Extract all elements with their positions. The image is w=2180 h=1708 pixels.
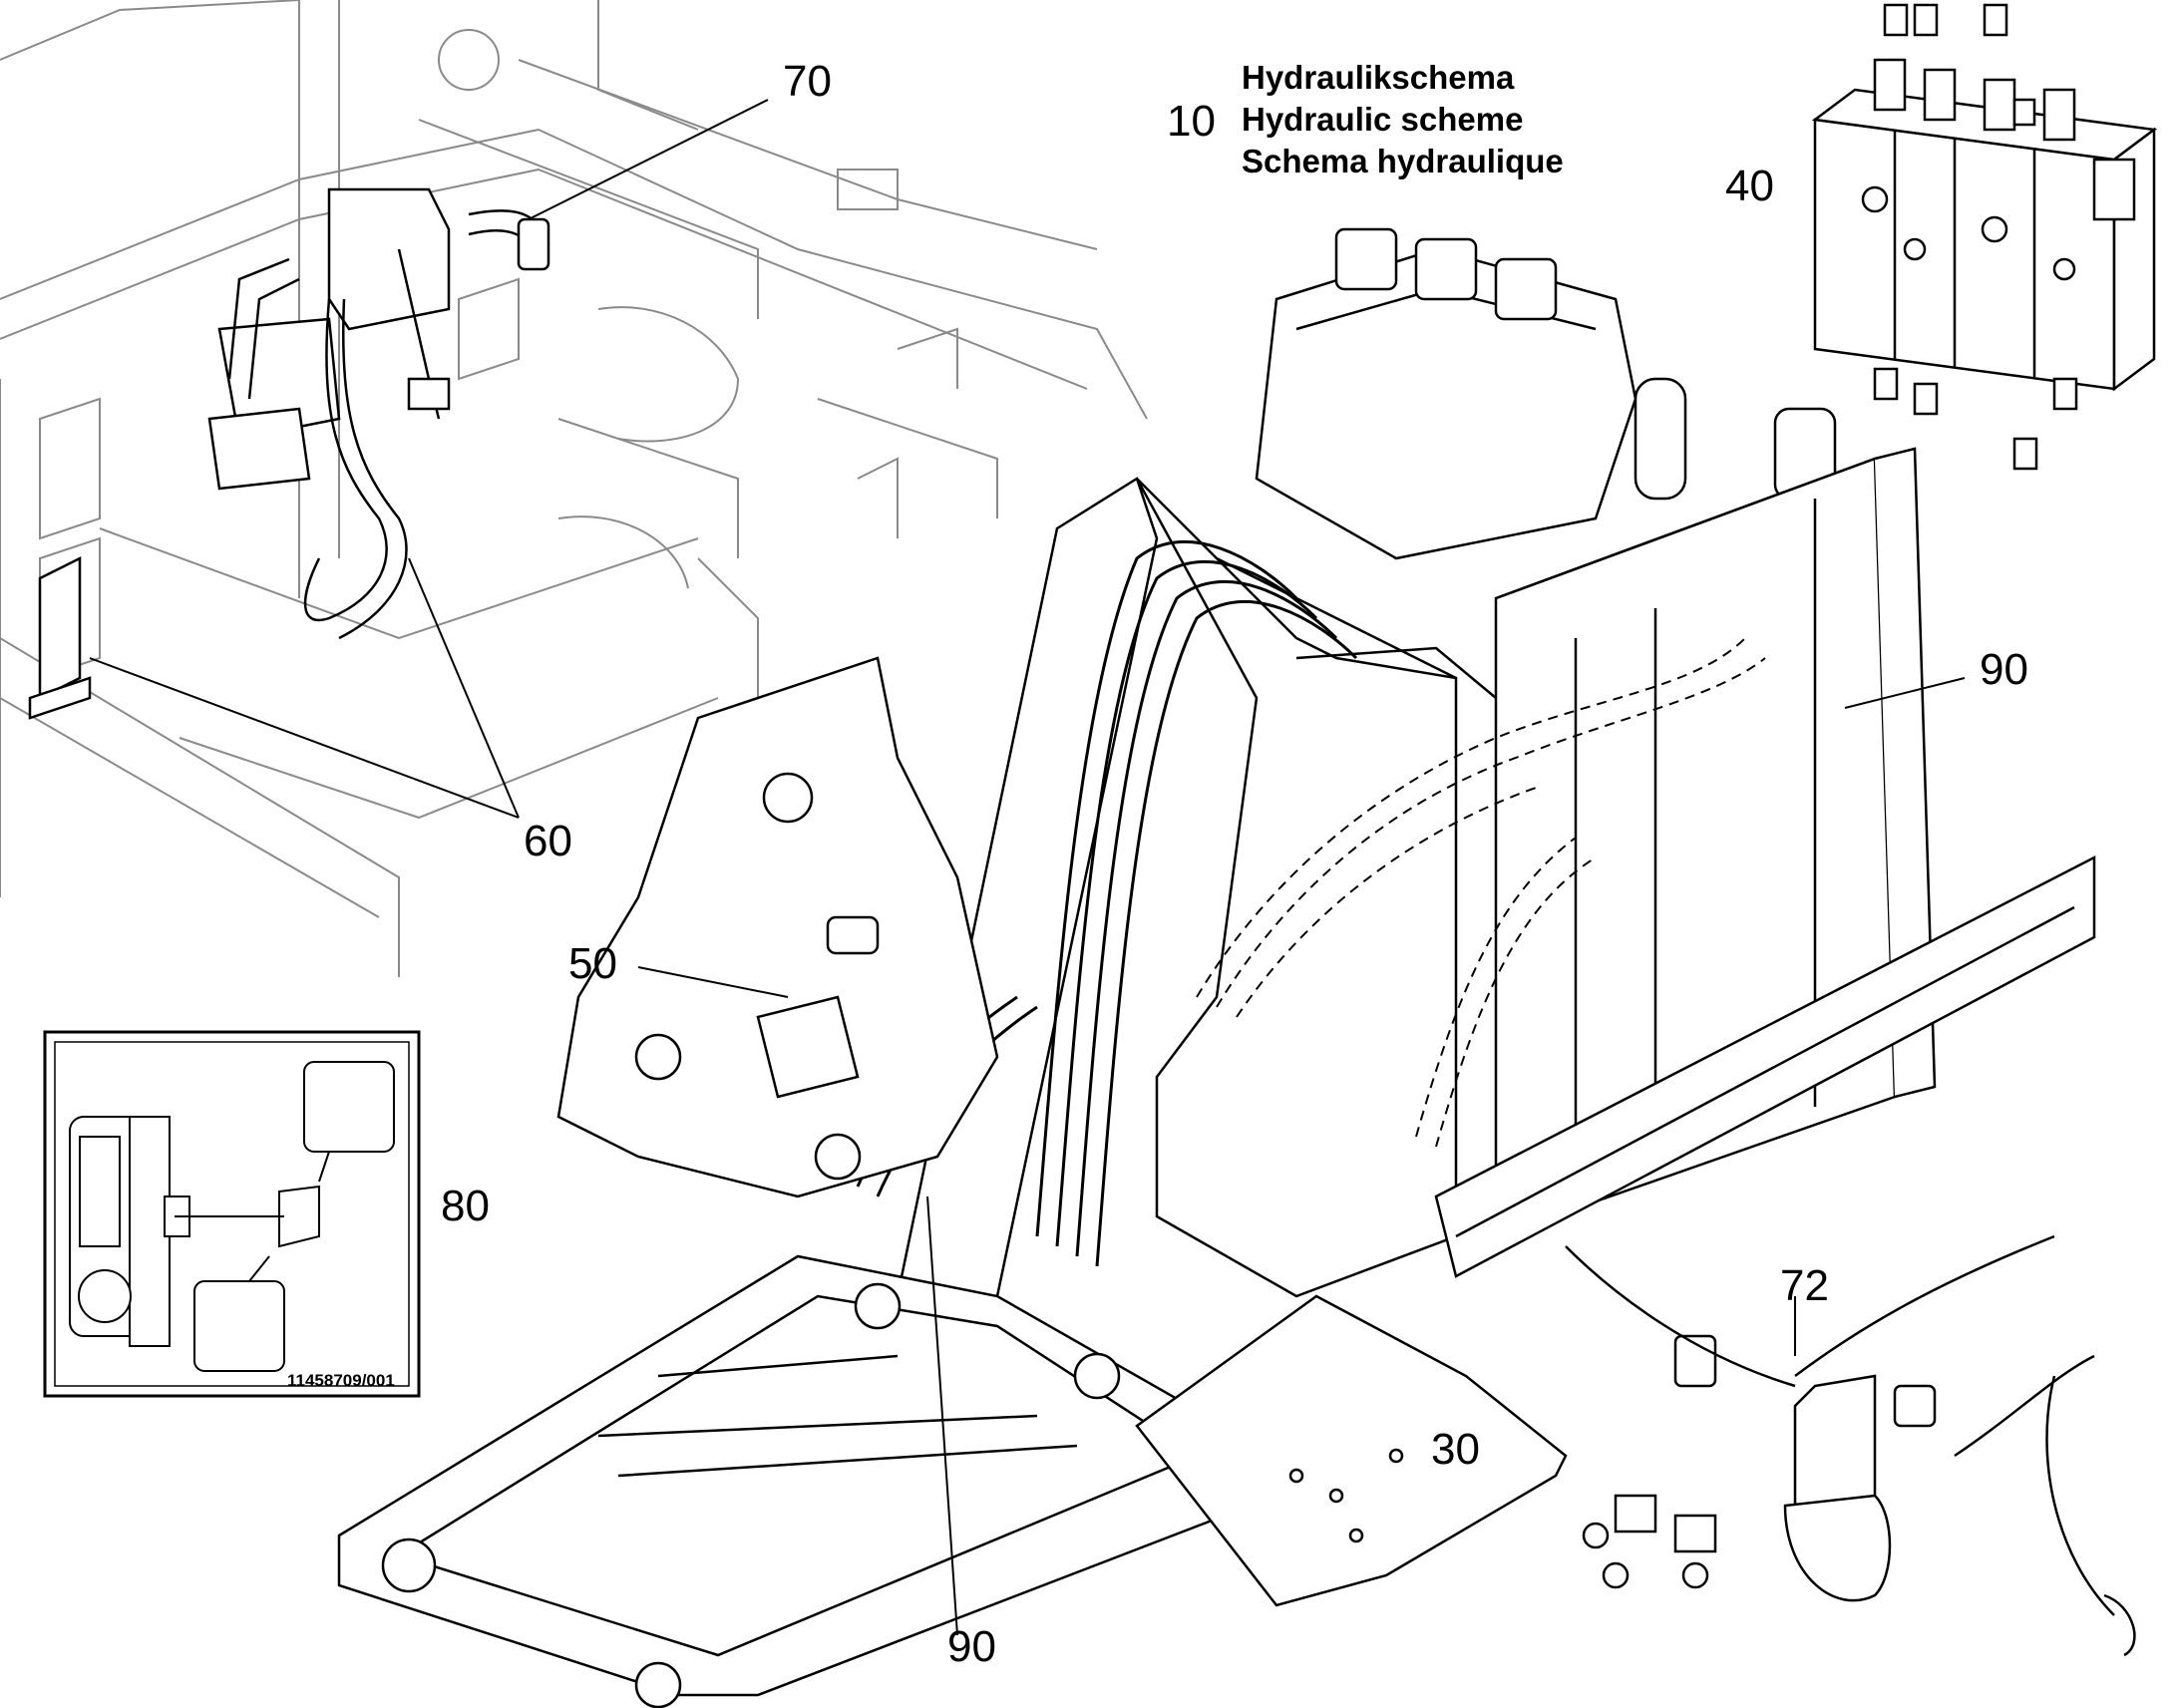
control-valve-block xyxy=(28,187,550,720)
leader-90-right xyxy=(1844,677,1966,709)
inset-reference-number: 11458709/001 xyxy=(287,1371,395,1390)
leader-50 xyxy=(637,966,789,998)
cover-plate xyxy=(1135,1294,1568,1607)
title-callout-number: 10 xyxy=(1167,97,1216,146)
control-console xyxy=(69,1116,190,1347)
switch-detail xyxy=(175,1061,395,1372)
callout-90-bottom: 90 xyxy=(947,1622,996,1671)
lower-chassis-frame xyxy=(337,1254,1278,1708)
title-line-en: Hydraulic scheme xyxy=(1242,101,1524,138)
main-control-valve xyxy=(1811,3,2158,471)
callout-40: 40 xyxy=(1725,162,1774,210)
callout-80: 80 xyxy=(441,1182,490,1230)
leader-lines xyxy=(89,99,1966,1636)
hidden-hose-routes xyxy=(1196,637,1766,1148)
mounting-bracket xyxy=(556,656,999,1198)
leader-90-bottom xyxy=(926,1196,958,1636)
title-line-fr: Schema hydraulique xyxy=(1242,143,1564,179)
rear-cover xyxy=(1434,854,2096,1278)
callout-30: 30 xyxy=(1431,1425,1480,1474)
callout-50: 50 xyxy=(568,939,617,988)
leader-60b xyxy=(89,657,520,819)
mast-frame xyxy=(896,477,1497,1298)
swing-motor-hoses xyxy=(1565,1234,2136,1657)
leader-60a xyxy=(408,557,520,819)
title-line-de: Hydraulikschema xyxy=(1242,59,1515,96)
upper-chassis-frame xyxy=(0,0,1148,977)
leader-70 xyxy=(528,99,769,220)
callout-90-right: 90 xyxy=(1980,645,2028,694)
swing-motor-assembly xyxy=(1582,1334,1937,1602)
callout-70: 70 xyxy=(783,57,832,106)
callout-60: 60 xyxy=(524,817,572,865)
inset-panel-80 xyxy=(43,1030,421,1398)
callout-72: 72 xyxy=(1780,1261,1829,1310)
